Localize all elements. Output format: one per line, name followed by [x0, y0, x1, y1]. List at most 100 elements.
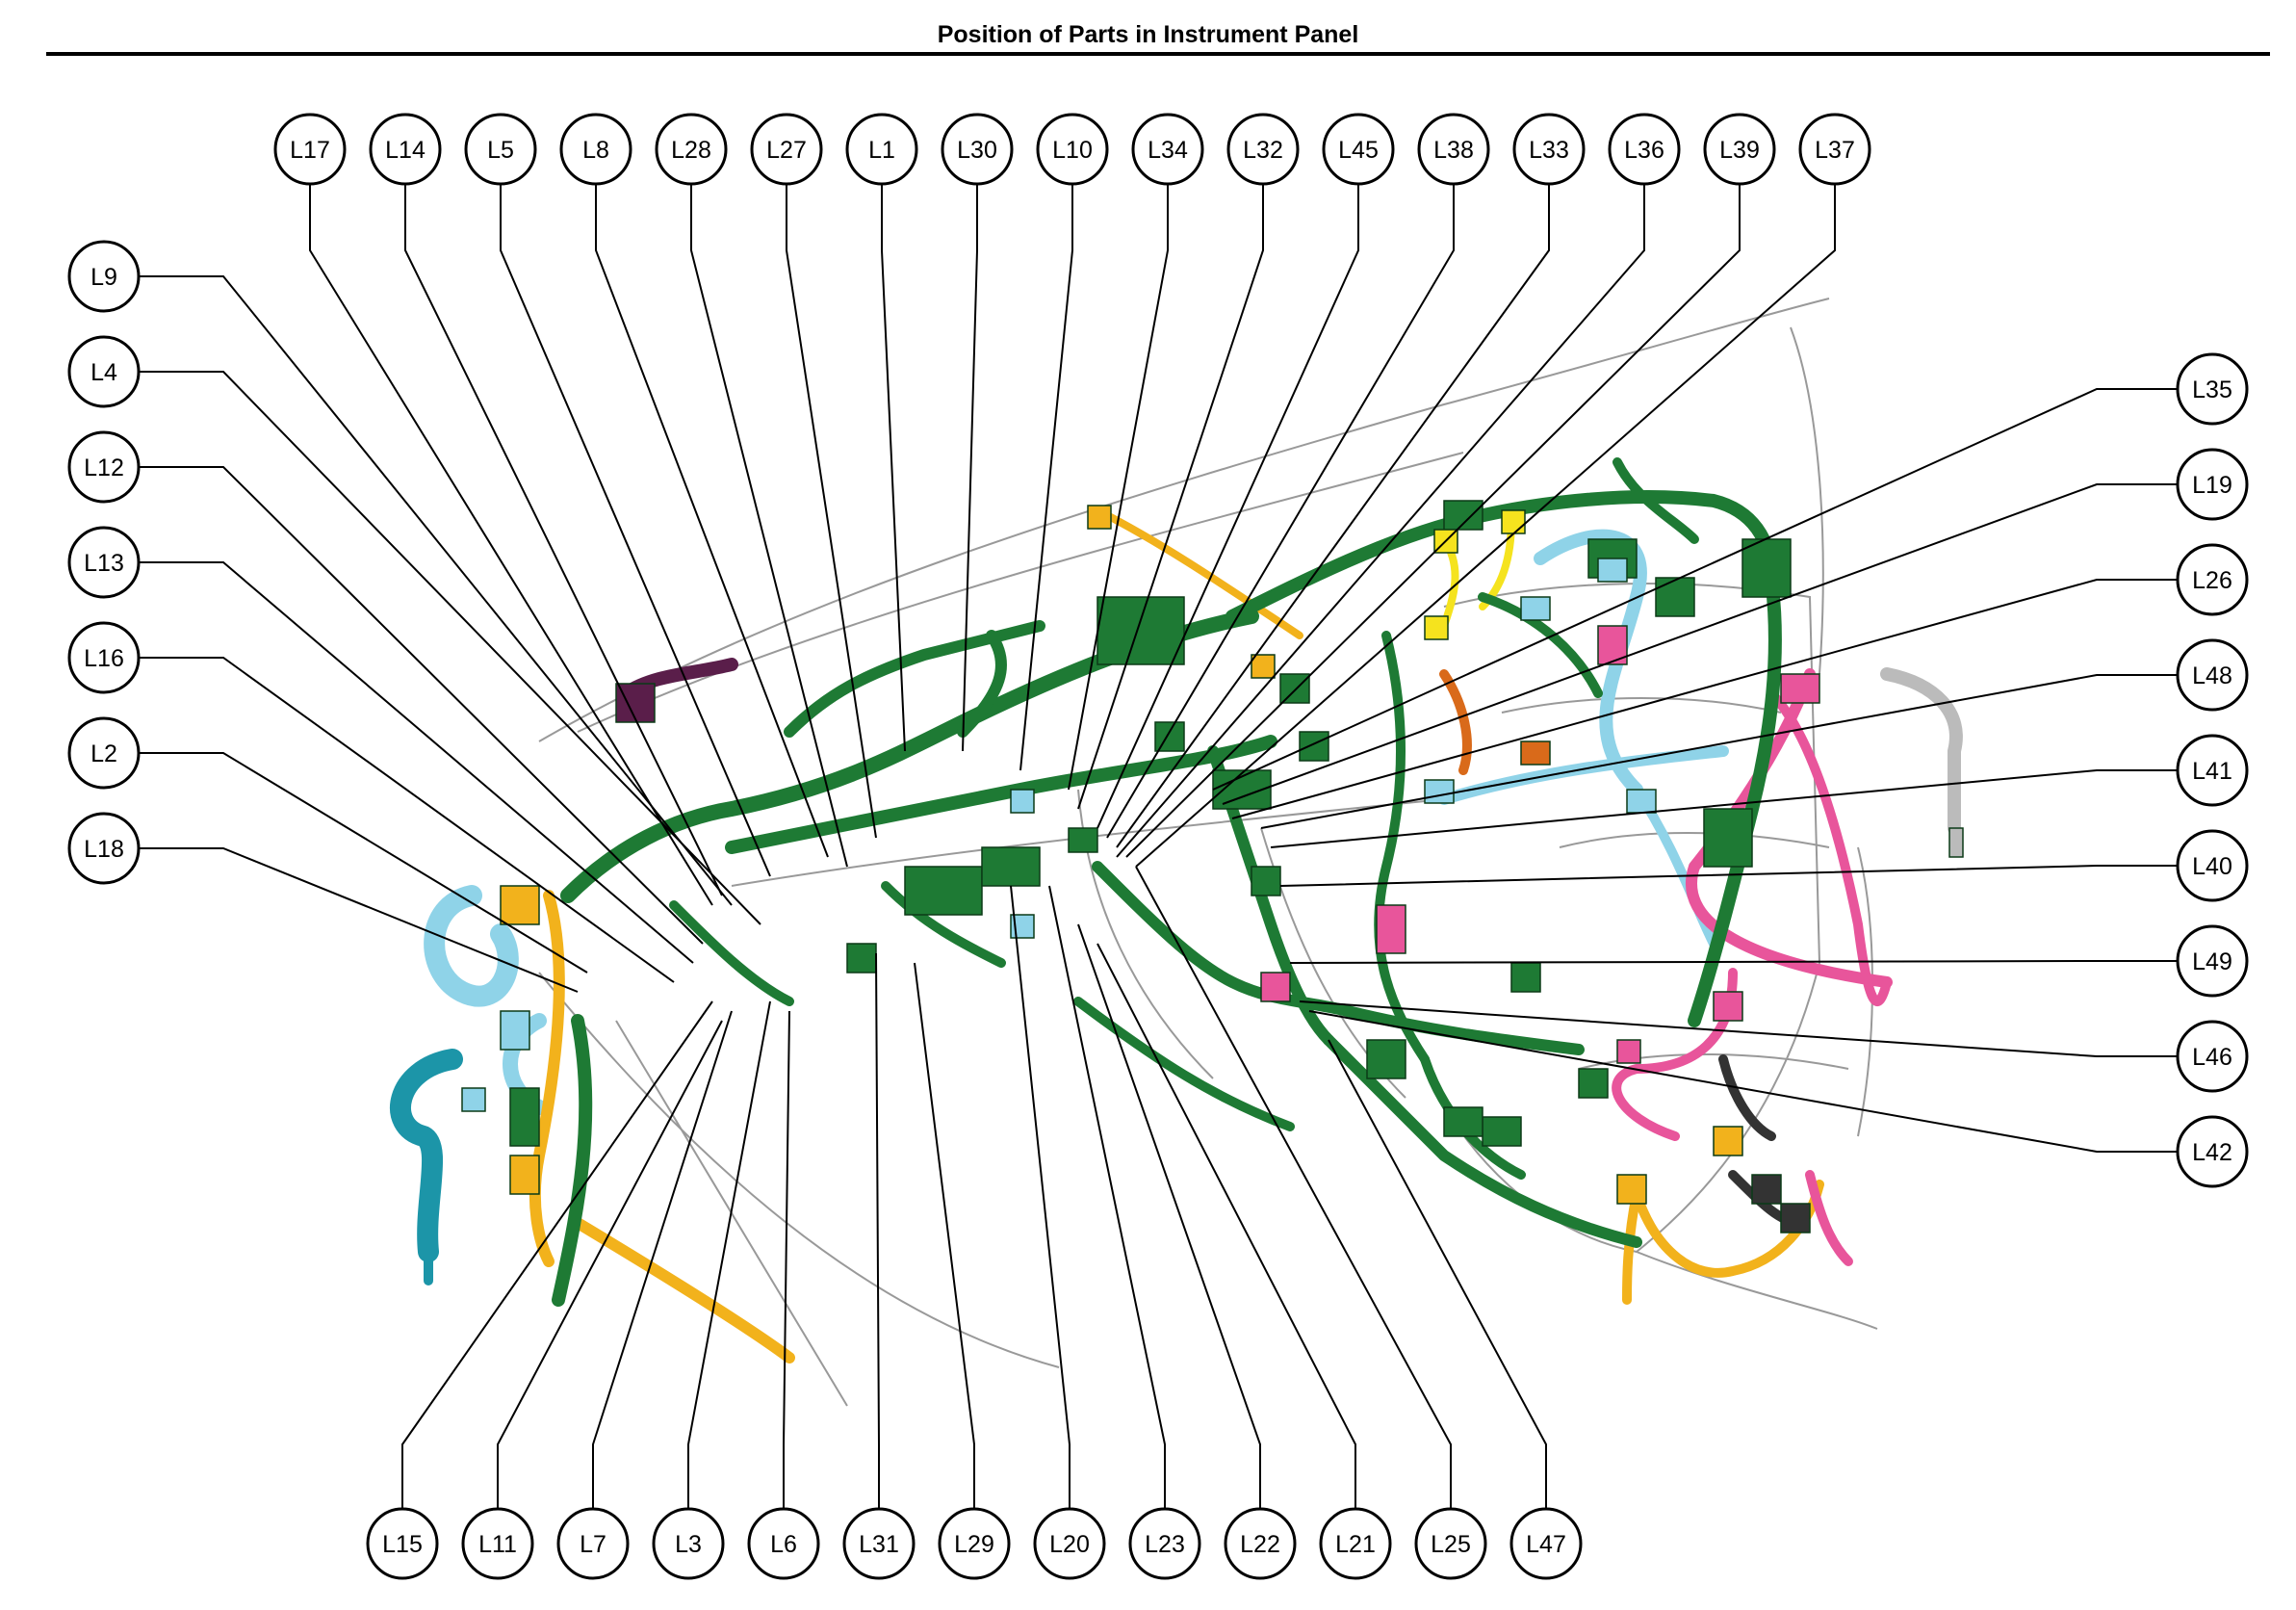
callout-circle	[2176, 829, 2249, 902]
callout-label: L18	[84, 836, 124, 863]
callout-l14: L14	[369, 113, 442, 186]
panel-outline	[538, 298, 1878, 1407]
callout-circle	[2176, 924, 2249, 998]
callout-l36: L36	[1608, 113, 1681, 186]
callout-l48: L48	[2176, 638, 2249, 712]
callout-l39: L39	[1703, 113, 1776, 186]
callout-label: L49	[2192, 948, 2232, 975]
callout-circle	[461, 1507, 534, 1580]
callout-l47: L47	[1509, 1507, 1583, 1580]
callout-circle	[747, 1507, 820, 1580]
callout-circle	[67, 240, 141, 313]
callout-circle	[1131, 113, 1204, 186]
callout-l26: L26	[2176, 543, 2249, 616]
callout-label: L32	[1243, 137, 1283, 164]
callout-l30: L30	[941, 113, 1014, 186]
callout-l18: L18	[67, 812, 141, 885]
callout-l33: L33	[1512, 113, 1586, 186]
callout-label: L22	[1240, 1531, 1280, 1558]
callout-circle	[2176, 352, 2249, 426]
callout-label: L15	[382, 1531, 423, 1558]
callout-label: L31	[859, 1531, 899, 1558]
callout-l5: L5	[464, 113, 537, 186]
callout-label: L1	[868, 137, 895, 164]
callout-label: L21	[1335, 1531, 1376, 1558]
callout-label: L25	[1431, 1531, 1471, 1558]
callout-circle	[2176, 1115, 2249, 1188]
callout-l11: L11	[461, 1507, 534, 1580]
callout-l34: L34	[1131, 113, 1204, 186]
callout-l17: L17	[273, 113, 347, 186]
callout-circle	[1319, 1507, 1392, 1580]
callout-label: L16	[84, 645, 124, 672]
callout-l25: L25	[1414, 1507, 1487, 1580]
callout-label: L17	[290, 137, 330, 164]
callout-l37: L37	[1798, 113, 1871, 186]
callout-label: L11	[478, 1531, 517, 1558]
callout-l7: L7	[556, 1507, 630, 1580]
callout-circle	[2176, 1020, 2249, 1093]
callout-circle	[1414, 1507, 1487, 1580]
callout-l49: L49	[2176, 924, 2249, 998]
callout-circle	[67, 716, 141, 790]
callout-l3: L3	[652, 1507, 725, 1580]
callout-l1: L1	[845, 113, 918, 186]
callout-label: L42	[2192, 1139, 2232, 1166]
callout-circle	[750, 113, 823, 186]
callout-label: L19	[2192, 472, 2232, 499]
callout-label: L8	[582, 137, 609, 164]
callout-label: L33	[1529, 137, 1569, 164]
callout-circle	[845, 113, 918, 186]
callout-l8: L8	[559, 113, 632, 186]
callout-label: L13	[84, 550, 124, 577]
callout-label: L37	[1815, 137, 1855, 164]
page-title: Position of Parts in Instrument Panel	[937, 21, 1359, 48]
callout-circle	[464, 113, 537, 186]
callout-label: L46	[2192, 1044, 2232, 1071]
callout-circle	[652, 1507, 725, 1580]
callout-l41: L41	[2176, 734, 2249, 807]
callout-label: L4	[90, 359, 117, 386]
callout-label: L3	[675, 1531, 702, 1558]
callout-l13: L13	[67, 526, 141, 599]
callout-l40: L40	[2176, 829, 2249, 902]
callout-circle	[369, 113, 442, 186]
callout-label: L29	[954, 1531, 994, 1558]
connectors	[461, 500, 1964, 1233]
callout-l27: L27	[750, 113, 823, 186]
callout-label: L47	[1526, 1531, 1566, 1558]
title-rule	[46, 52, 2270, 56]
callout-label: L12	[84, 454, 124, 481]
callout-label: L39	[1719, 137, 1760, 164]
callout-label: L41	[2192, 758, 2232, 785]
callout-l23: L23	[1128, 1507, 1201, 1580]
callout-circle	[366, 1507, 439, 1580]
callout-l19: L19	[2176, 448, 2249, 521]
callout-circle	[67, 526, 141, 599]
callout-circle	[1226, 113, 1300, 186]
callout-l2: L2	[67, 716, 141, 790]
callout-l10: L10	[1036, 113, 1109, 186]
callout-l21: L21	[1319, 1507, 1392, 1580]
callout-l31: L31	[842, 1507, 916, 1580]
callout-circle	[67, 430, 141, 504]
callout-circle	[1128, 1507, 1201, 1580]
callout-circle	[67, 621, 141, 694]
callout-l16: L16	[67, 621, 141, 694]
callout-circle	[655, 113, 728, 186]
callout-l45: L45	[1322, 113, 1395, 186]
callout-label: L38	[1433, 137, 1474, 164]
callout-circle	[2176, 638, 2249, 712]
callout-label: L20	[1049, 1531, 1090, 1558]
callout-circle	[1417, 113, 1490, 186]
callout-l29: L29	[938, 1507, 1011, 1580]
callout-label: L5	[487, 137, 514, 164]
callout-l9: L9	[67, 240, 141, 313]
callout-circle	[1322, 113, 1395, 186]
callout-label: L14	[385, 137, 426, 164]
callout-label: L27	[766, 137, 807, 164]
callout-circle	[1703, 113, 1776, 186]
callout-l15: L15	[366, 1507, 439, 1580]
callout-label: L36	[1624, 137, 1664, 164]
